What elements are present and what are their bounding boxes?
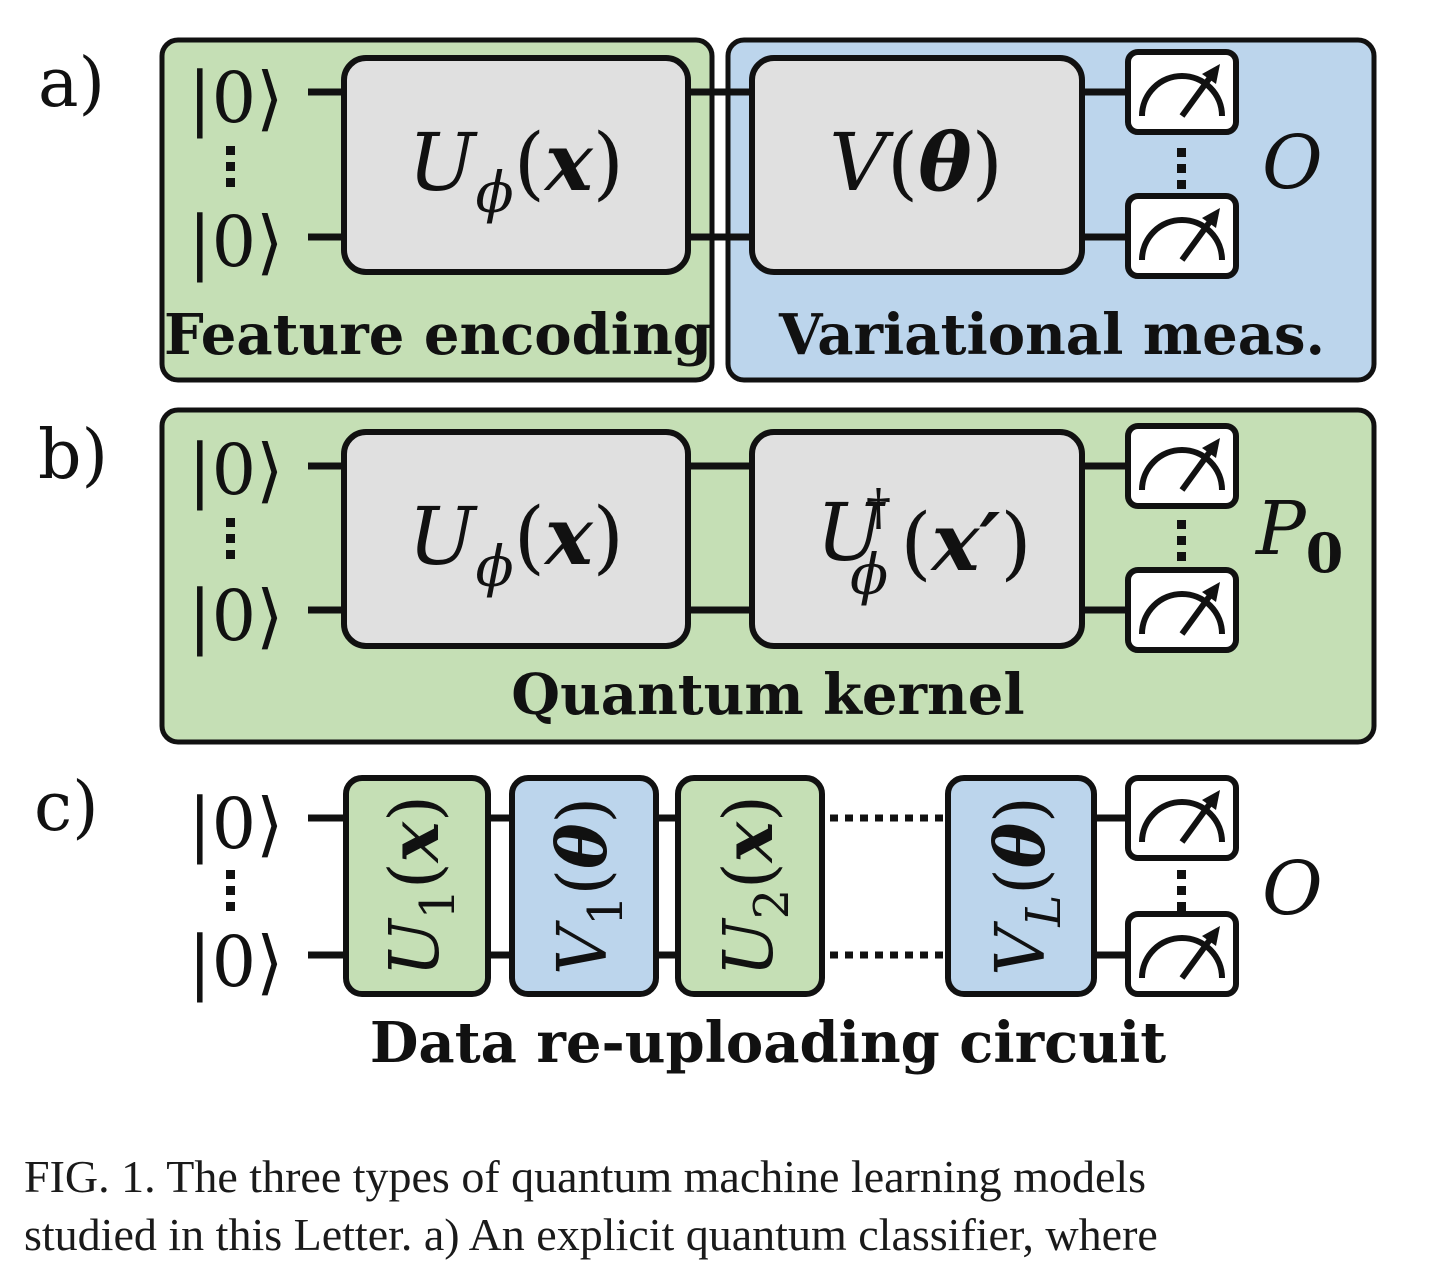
figure-diagram: a) |0⟩ |0⟩ Uϕ(x) V(θ) O Feature encoding… — [34, 37, 1377, 1076]
measurement-meter-icon — [1128, 778, 1236, 858]
panel-c: c) |0⟩ |0⟩ U1(x) V1(θ) U2(x) VL(θ) — [34, 768, 1323, 1076]
reupload-gate-v1 — [509, 775, 659, 997]
measurement-meter-icon — [1128, 914, 1236, 994]
qubit-input-ket: |0⟩ — [188, 57, 283, 139]
reupload-gate-u1-label: U1(x) — [375, 795, 466, 976]
observable-label: O — [1262, 846, 1323, 932]
qubit-input-ket: |0⟩ — [188, 921, 283, 1003]
panel-c-label: c) — [34, 768, 99, 847]
qubit-input-ket: |0⟩ — [188, 575, 283, 657]
kernel-gate-2-letter: U — [816, 486, 886, 579]
kernel-gate-2-sub: ϕ — [850, 543, 888, 608]
measurement-meter-icon — [1128, 196, 1236, 276]
figure-caption: FIG. 1. The three types of quantum machi… — [24, 1148, 1434, 1264]
variational-gate — [749, 55, 1085, 275]
panel-b: b) |0⟩ |0⟩ Uϕ(x) U † ϕ (x′) P0 Quantum k… — [38, 407, 1377, 745]
encoding-gate-label: Uϕ(x) — [408, 115, 624, 226]
reupload-gate-u1 — [343, 775, 491, 997]
panel-a-label: a) — [38, 44, 105, 123]
vertical-ellipsis — [1177, 148, 1186, 189]
data-reuploading-title: Data re-uploading circuit — [370, 1010, 1166, 1076]
qubit-input-ket: |0⟩ — [188, 783, 283, 865]
caption-line-2: studied in this Letter. a) An explicit q… — [24, 1209, 1158, 1260]
panel-b-label: b) — [38, 416, 108, 495]
variational-gate-label: V(θ) — [829, 115, 1003, 209]
qubit-input-ket: |0⟩ — [188, 201, 283, 283]
kernel-gate-1-label: Uϕ(x) — [408, 489, 624, 600]
kernel-gate-2 — [749, 429, 1085, 649]
vertical-ellipsis — [226, 146, 235, 187]
measurement-meter-icon — [1128, 570, 1236, 650]
reupload-gate-v1-label: V1(θ) — [543, 797, 634, 975]
variational-meas-title: Variational meas. — [778, 302, 1325, 368]
kernel-gate-2-arg: (x′) — [900, 495, 1031, 589]
qubit-input-ket: |0⟩ — [188, 429, 283, 511]
caption-line-1: FIG. 1. The three types of quantum machi… — [24, 1151, 1147, 1202]
reupload-gate-u2-label: U2(x) — [709, 795, 800, 976]
encoding-gate — [341, 55, 691, 275]
vertical-ellipsis — [226, 518, 235, 559]
kernel-gate-1 — [341, 429, 691, 649]
kernel-gate-2-dagger: † — [866, 478, 891, 536]
observable-label: P0 — [1254, 486, 1343, 585]
reupload-gate-vl — [945, 775, 1097, 997]
vertical-ellipsis — [1177, 520, 1186, 561]
reupload-gate-vl-label: VL(θ) — [981, 796, 1072, 975]
reupload-gate-u2 — [675, 775, 825, 997]
observable-label: O — [1262, 120, 1323, 206]
panel-a: a) |0⟩ |0⟩ Uϕ(x) V(θ) O Feature encoding… — [38, 37, 1377, 383]
vertical-ellipsis — [1177, 870, 1186, 911]
measurement-meter-icon — [1128, 52, 1236, 132]
feature-encoding-title: Feature encoding — [164, 302, 712, 368]
vertical-ellipsis — [226, 870, 235, 911]
measurement-meter-icon — [1128, 426, 1236, 506]
quantum-kernel-title: Quantum kernel — [511, 662, 1024, 728]
